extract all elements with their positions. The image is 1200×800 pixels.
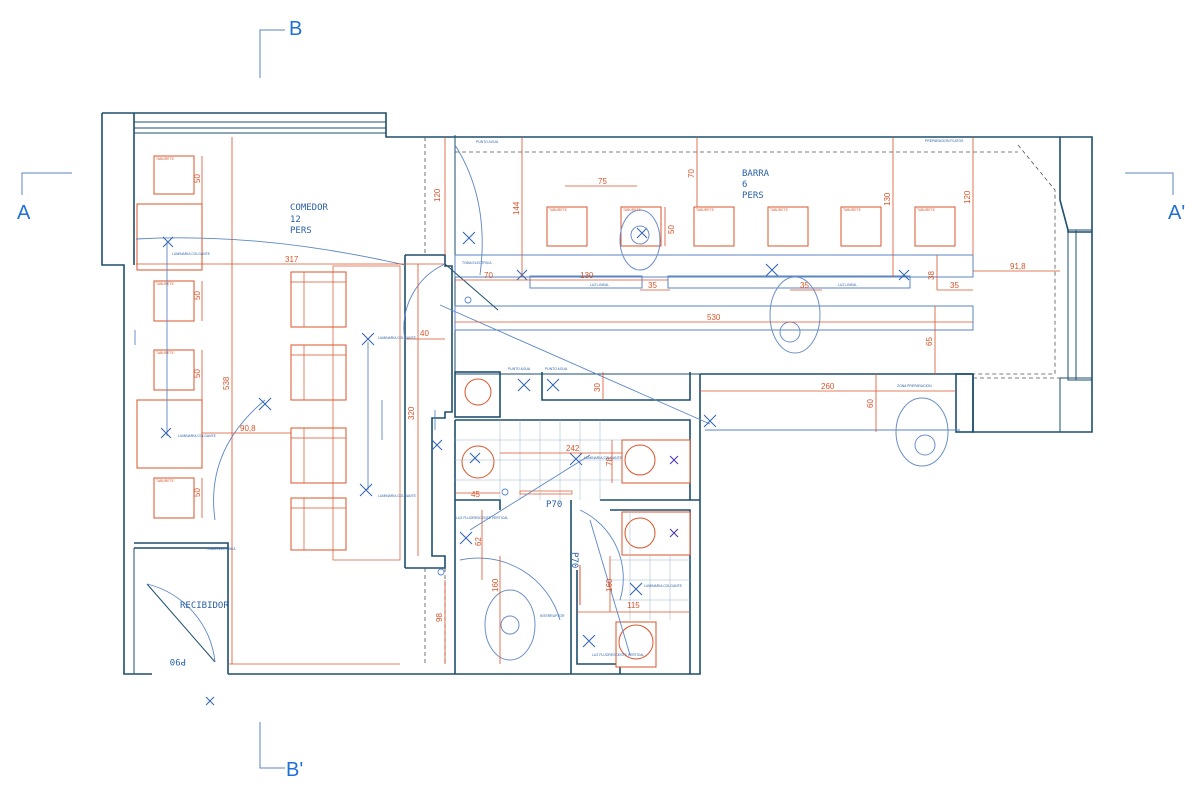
dim-260: 260 bbox=[821, 382, 835, 391]
dim-60: 60 bbox=[866, 399, 875, 408]
dimension-lines bbox=[136, 137, 1060, 665]
stool-label: TABURETE bbox=[623, 208, 642, 212]
dim-35-c: 35 bbox=[950, 281, 959, 290]
bar-stools bbox=[546, 206, 956, 247]
dim-115: 115 bbox=[627, 601, 640, 610]
section-mark-a: A bbox=[17, 202, 31, 224]
dim-50-1: 50 bbox=[193, 174, 202, 183]
luminaria-label: LUMINARIA COLGANTE bbox=[584, 456, 623, 460]
stool-label: TABURETE bbox=[696, 208, 715, 212]
stool-label: TABURETE bbox=[549, 208, 568, 212]
dim-70-mid: 70 bbox=[484, 271, 493, 280]
room-barra-capacity: 6 bbox=[742, 180, 747, 190]
punto-agua-label: PUNTO AGUA bbox=[545, 367, 568, 371]
hidden-lines bbox=[424, 137, 1060, 664]
bar-counter bbox=[454, 254, 974, 331]
dim-50-bar: 50 bbox=[667, 225, 676, 234]
dim-40: 40 bbox=[420, 329, 429, 338]
dim-98: 98 bbox=[435, 613, 444, 622]
toma-label: TOMA ELECTRICA bbox=[462, 261, 492, 265]
room-comedor-name: COMEDOR bbox=[290, 203, 329, 213]
room-labels: COMEDOR 12 PERS BARRA 6 PERS RECIBIDOR bbox=[180, 169, 770, 611]
dim-130-top: 130 bbox=[883, 192, 892, 206]
room-comedor-capacity: 12 bbox=[290, 215, 301, 225]
section-mark-b-prime: B' bbox=[286, 759, 303, 781]
dim-50-2: 50 bbox=[193, 291, 202, 300]
dim-38: 38 bbox=[927, 271, 936, 280]
dim-144: 144 bbox=[512, 201, 521, 215]
section-mark-a-prime: A' bbox=[1168, 202, 1185, 224]
bath-fixtures bbox=[455, 378, 691, 668]
dim-90-8: 90,8 bbox=[240, 424, 256, 433]
room-barra-name: BARRA bbox=[742, 169, 770, 179]
dim-45: 45 bbox=[471, 490, 480, 499]
dim-75: 75 bbox=[598, 177, 607, 186]
doors bbox=[146, 263, 624, 663]
dim-65: 65 bbox=[925, 337, 934, 346]
stool-label: TABURETE bbox=[156, 282, 175, 286]
electrical-lines bbox=[134, 144, 960, 656]
interruptor-label: INTERRUPTOR bbox=[540, 614, 565, 618]
stool-label: TABURETE bbox=[770, 208, 789, 212]
dim-538: 538 bbox=[222, 376, 231, 390]
stool-label: TABURETE bbox=[156, 157, 175, 161]
section-mark-b: B bbox=[289, 18, 302, 40]
luminaria-label: LUMINARIA COLGANTE bbox=[172, 252, 211, 256]
room-comedor-unit: PERS bbox=[290, 226, 312, 236]
dim-160-a: 160 bbox=[491, 578, 500, 592]
dim-317: 317 bbox=[285, 255, 299, 264]
door-label-p90: P90 bbox=[170, 656, 186, 666]
punto-agua-label: PUNTO AGUA bbox=[508, 367, 531, 371]
stool-label: TABURETE bbox=[156, 351, 175, 355]
luminaria-label: LUMINARIA COLGANTE bbox=[378, 336, 417, 340]
dining-chairs bbox=[290, 265, 401, 561]
dim-35-a: 35 bbox=[648, 281, 657, 290]
dim-62: 62 bbox=[474, 537, 483, 546]
light-points bbox=[160, 227, 910, 706]
dim-160-b: 160 bbox=[605, 578, 614, 592]
walls bbox=[101, 112, 1093, 675]
punto-agua-label: PUNTO AGUA bbox=[476, 140, 499, 144]
annotation-labels: TABURETE TABURETE TABURETE TABURETE TABU… bbox=[156, 139, 964, 657]
dim-50-4: 50 bbox=[193, 488, 202, 497]
luz-lineal-label: LUZ LINEAL bbox=[838, 283, 857, 287]
dim-530: 530 bbox=[707, 313, 721, 322]
dim-91-8: 91,8 bbox=[1010, 262, 1026, 271]
dim-50-3: 50 bbox=[193, 369, 202, 378]
dim-35-b: 35 bbox=[800, 281, 809, 290]
dim-320: 320 bbox=[407, 406, 416, 420]
zona-prep-label: PREPARACION PLATOS bbox=[925, 139, 964, 143]
dim-120-left: 120 bbox=[433, 188, 442, 202]
dim-120-right: 120 bbox=[963, 190, 972, 204]
dim-130-mid: 130 bbox=[580, 271, 594, 280]
dim-78: 78 bbox=[605, 457, 614, 466]
luminaria-label: LUMINARIA COLGANTE bbox=[378, 494, 417, 498]
stool-label: TABURETE bbox=[917, 208, 936, 212]
toma-label: TOMA ELECTRICA bbox=[206, 547, 236, 551]
luminaria-label: LUMINARIA COLGANTE bbox=[644, 584, 683, 588]
stool-label: TABURETE bbox=[156, 479, 175, 483]
luz-fluo-label: LUZ FLUORESCENTE VERTICAL bbox=[592, 653, 644, 657]
luz-fluo-label: LUZ FLUORESCENTE VERTICAL bbox=[456, 516, 508, 520]
dim-242: 242 bbox=[566, 444, 580, 453]
dim-70-top: 70 bbox=[687, 169, 696, 178]
zona-preparacion-label: ZONA PREPARACION bbox=[897, 384, 932, 388]
dim-30: 30 bbox=[593, 383, 602, 392]
dimension-texts: 317 538 320 40 90,8 120 144 75 70 50 130… bbox=[193, 169, 1026, 622]
section-markers bbox=[21, 29, 1174, 769]
luz-lineal-label: LUZ LINEAL bbox=[590, 283, 609, 287]
stool-label: TABURETE bbox=[843, 208, 862, 212]
door-label-p70-vertical: P70 bbox=[569, 552, 579, 568]
room-recibidor: RECIBIDOR bbox=[180, 601, 229, 611]
door-label-p70: P70 bbox=[546, 500, 562, 510]
room-barra-unit: PERS bbox=[742, 191, 764, 201]
luminaria-label: LUMINARIA COLGANTE bbox=[178, 434, 217, 438]
dining-stools bbox=[136, 155, 203, 519]
